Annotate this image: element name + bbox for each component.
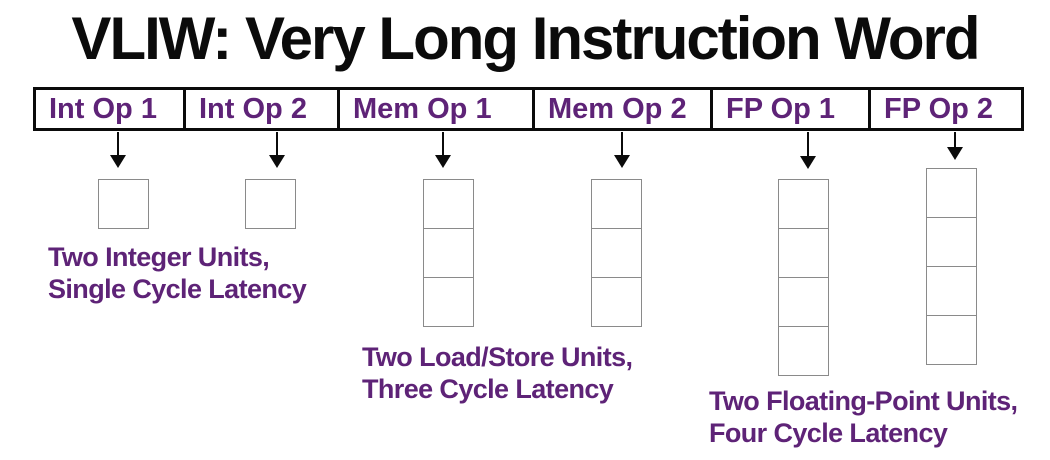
floating-point-unit-2-pipeline [926, 168, 977, 365]
floating-point-unit-1-pipeline [778, 179, 829, 376]
load-store-units-annotation: Two Load/Store Units, Three Cycle Latenc… [362, 341, 633, 405]
arrow-shaft [621, 132, 623, 155]
pipeline-stage-cell [926, 266, 977, 316]
pipeline-stage-cell [926, 315, 977, 365]
integer-unit-2-pipeline [245, 179, 296, 229]
load-store-unit-1-pipeline [423, 179, 474, 327]
pipeline-stage-cell [423, 179, 474, 229]
arrow-shaft [117, 132, 119, 155]
arrow-head-icon [800, 156, 816, 169]
floating-point-units-annotation-line1: Two Floating-Point Units, [709, 386, 1018, 416]
slot-int-op-1-label: Int Op 1 [49, 92, 157, 125]
pipeline-stage-cell [591, 179, 642, 229]
down-arrow-int-op-2 [269, 132, 285, 168]
arrow-head-icon [614, 155, 630, 168]
slot-fp-op-1-label: FP Op 1 [726, 92, 836, 125]
slot-int-op-2-label: Int Op 2 [199, 92, 307, 125]
slot-fp-op-2: FP Op 2 [871, 90, 1021, 128]
slot-mem-op-1-label: Mem Op 1 [353, 92, 492, 125]
slot-int-op-1: Int Op 1 [36, 90, 186, 128]
slot-int-op-2: Int Op 2 [186, 90, 340, 128]
integer-units-annotation: Two Integer Units, Single Cycle Latency [48, 241, 307, 305]
arrow-shaft [807, 132, 809, 156]
pipeline-stage-cell [778, 228, 829, 278]
slot-fp-op-1: FP Op 1 [713, 90, 871, 128]
down-arrow-int-op-1 [110, 132, 126, 168]
pipeline-stage-cell [245, 179, 296, 229]
slot-fp-op-2-label: FP Op 2 [884, 92, 994, 125]
down-arrow-mem-op-2 [614, 132, 630, 168]
pipeline-stage-cell [591, 277, 642, 327]
pipeline-stage-cell [778, 179, 829, 229]
slot-mem-op-1: Mem Op 1 [340, 90, 535, 128]
pipeline-stage-cell [98, 179, 149, 229]
floating-point-units-annotation-line2: Four Cycle Latency [709, 418, 948, 448]
pipeline-stage-cell [778, 277, 829, 327]
arrow-head-icon [269, 155, 285, 168]
arrow-head-icon [947, 147, 963, 160]
slot-mem-op-2: Mem Op 2 [535, 90, 713, 128]
arrow-head-icon [435, 155, 451, 168]
pipeline-stage-cell [926, 168, 977, 218]
load-store-unit-2-pipeline [591, 179, 642, 327]
floating-point-units-annotation: Two Floating-Point Units, Four Cycle Lat… [709, 385, 1018, 449]
pipeline-stage-cell [778, 326, 829, 376]
arrow-shaft [276, 132, 278, 155]
down-arrow-mem-op-1 [435, 132, 451, 168]
pipeline-stage-cell [423, 277, 474, 327]
page-title: VLIW: Very Long Instruction Word [71, 5, 980, 72]
arrow-shaft [442, 132, 444, 155]
integer-unit-1-pipeline [98, 179, 149, 229]
integer-units-annotation-line1: Two Integer Units, [48, 242, 270, 272]
integer-units-annotation-line2: Single Cycle Latency [48, 274, 307, 304]
instruction-word-row: Int Op 1 Int Op 2 Mem Op 1 Mem Op 2 FP O… [33, 87, 1024, 131]
down-arrow-fp-op-2 [947, 132, 963, 160]
pipeline-stage-cell [423, 228, 474, 278]
down-arrow-fp-op-1 [800, 132, 816, 169]
load-store-units-annotation-line1: Two Load/Store Units, [362, 342, 633, 372]
arrow-shaft [954, 132, 956, 147]
slot-mem-op-2-label: Mem Op 2 [548, 92, 687, 125]
load-store-units-annotation-line2: Three Cycle Latency [362, 374, 614, 404]
pipeline-stage-cell [926, 217, 977, 267]
arrow-head-icon [110, 155, 126, 168]
pipeline-stage-cell [591, 228, 642, 278]
